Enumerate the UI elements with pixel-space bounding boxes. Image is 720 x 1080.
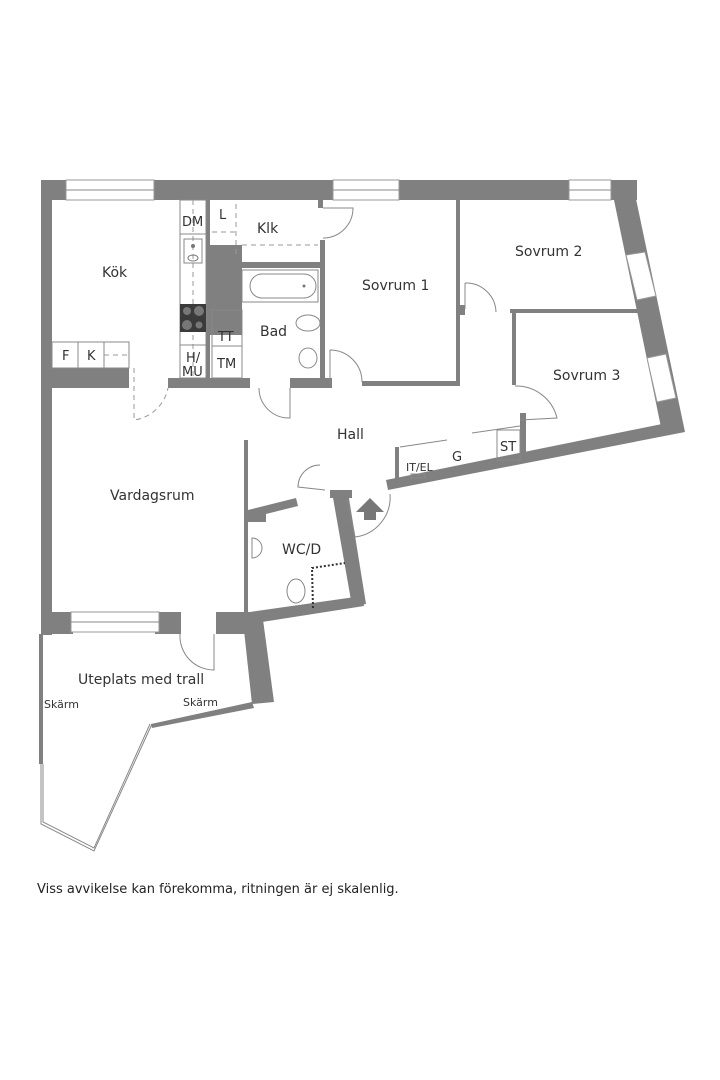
room-label-vardagsrum: Vardagsrum — [110, 488, 195, 504]
room-label-wc-d: WC/D — [282, 542, 321, 558]
label-g: G — [452, 450, 462, 465]
room-label-sovrum3: Sovrum 3 — [553, 368, 620, 384]
label-f: F — [62, 349, 69, 364]
label-dm: DM — [182, 215, 203, 230]
room-label-hall: Hall — [337, 427, 364, 443]
doors — [133, 207, 558, 671]
kitchen-fixtures — [51, 199, 318, 379]
room-label-klk: Klk — [257, 221, 279, 237]
room-label-sovrum2: Sovrum 2 — [515, 244, 582, 260]
entrance-arrow-icon — [356, 498, 384, 520]
shower-icon — [310, 562, 346, 609]
room-label-uteplats: Uteplats med trall — [78, 672, 204, 688]
toilet-icon — [295, 314, 321, 332]
room-labels: Kök Klk Bad Sovrum 1 Sovrum 2 Sovrum 3 H… — [78, 221, 620, 688]
label-it-el: IT/EL — [406, 461, 434, 474]
label-l: L — [219, 208, 227, 223]
label-tt: TT — [217, 330, 234, 345]
interior-walls — [206, 200, 640, 612]
wc-washbasin-icon — [251, 537, 263, 559]
windows — [65, 179, 677, 633]
fixture-labels: DM L F K H/ MU TT TM G ST IT/EL Skärm Sk… — [44, 208, 516, 711]
room-label-bad: Bad — [260, 324, 287, 340]
room-label-sovrum1: Sovrum 1 — [362, 278, 429, 294]
washbasin-icon — [298, 347, 318, 369]
room-label-kok: Kök — [102, 265, 128, 281]
label-skarm-right: Skärm — [183, 696, 218, 709]
label-st: ST — [500, 440, 516, 455]
bath-fixtures — [241, 269, 346, 609]
disclaimer-text: Viss avvikelse kan förekomma, ritningen … — [37, 882, 399, 897]
label-skarm-left: Skärm — [44, 698, 79, 711]
label-tm: TM — [216, 357, 236, 372]
label-h: H/ — [186, 351, 201, 366]
patio — [39, 634, 254, 852]
label-k: K — [87, 349, 96, 364]
wc-toilet-icon — [286, 578, 306, 604]
bathtub-icon — [249, 273, 317, 299]
wardrobes — [399, 425, 521, 479]
label-mu: MU — [182, 365, 203, 380]
sink-icon — [183, 238, 203, 264]
